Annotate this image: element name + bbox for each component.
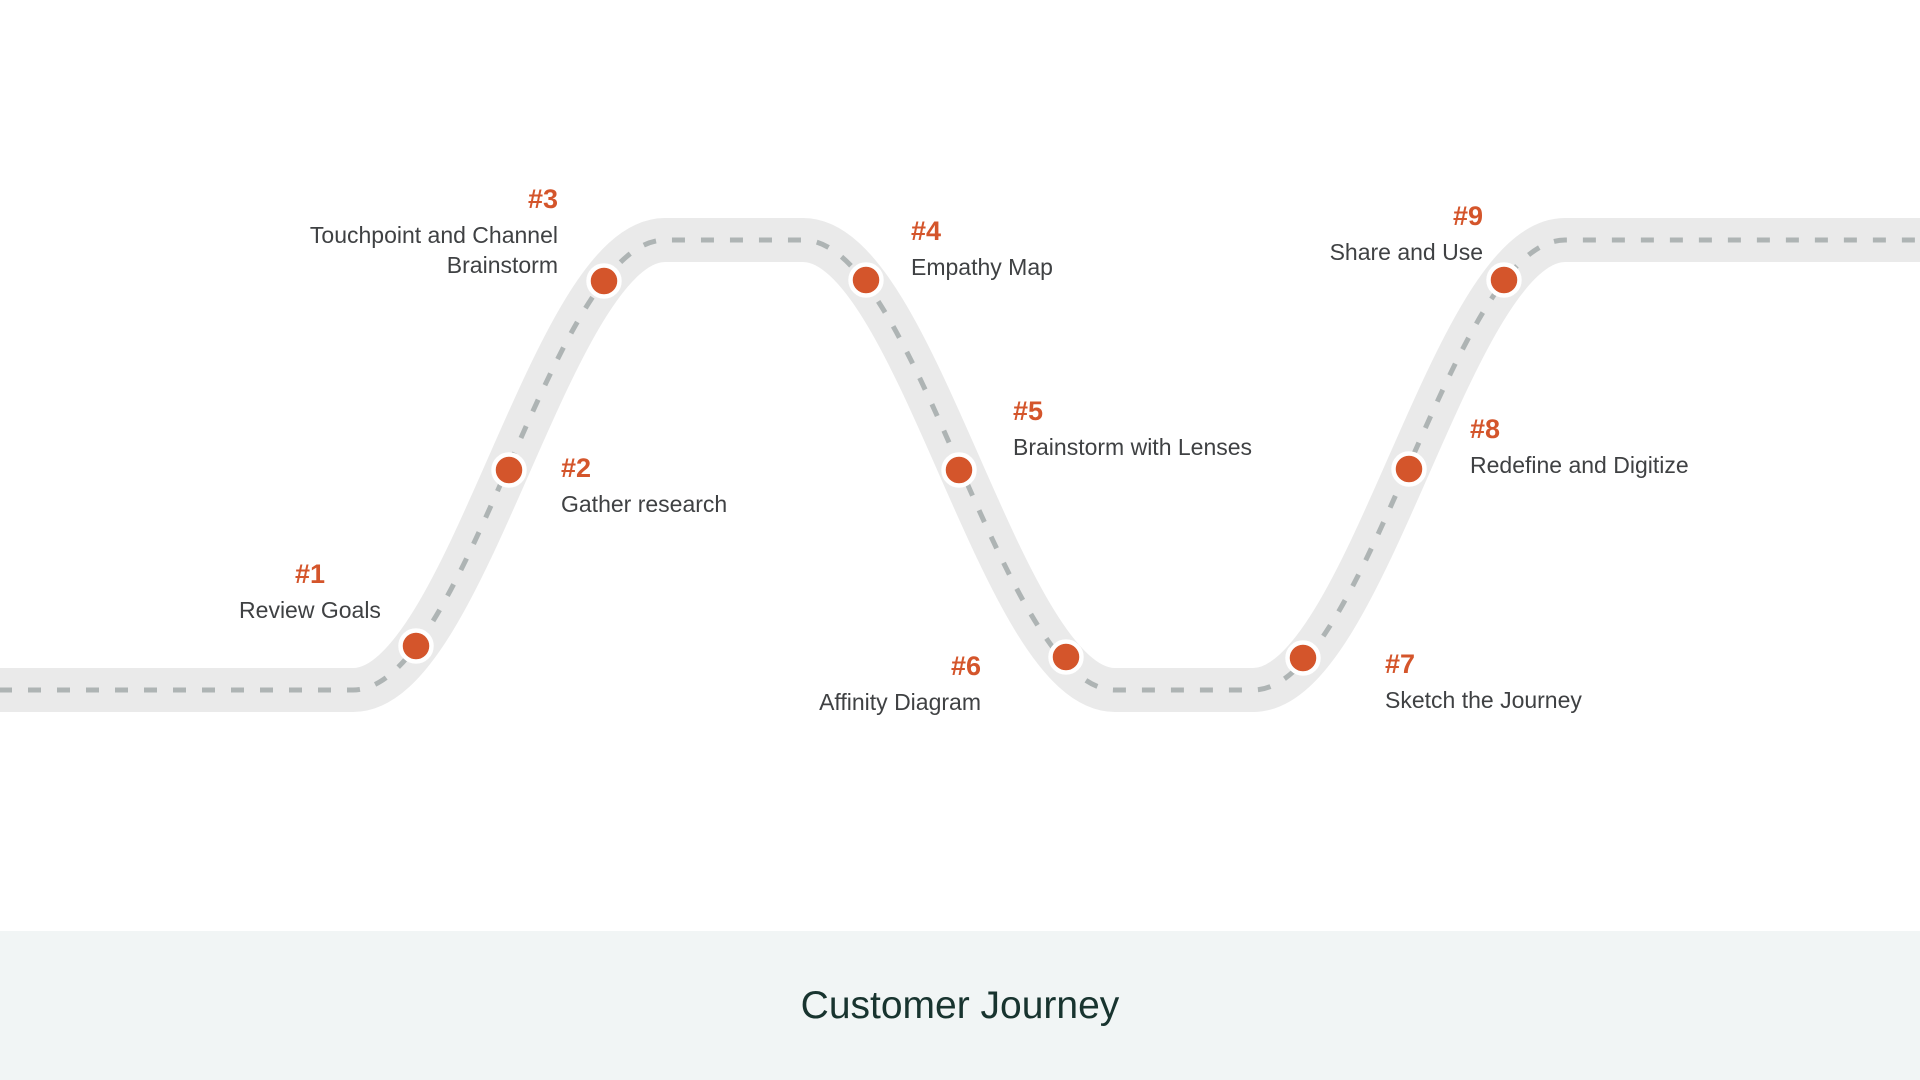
milestone-5-label: Brainstorm with Lenses [1013, 434, 1253, 460]
milestone-dot-7 [1285, 640, 1321, 676]
milestone-dot-6 [1048, 639, 1084, 675]
milestone-9-number: #9 [1452, 201, 1483, 231]
milestone-8-number: #8 [1470, 414, 1501, 444]
milestone-dot-1 [398, 628, 434, 664]
milestone-5: #5 Brainstorm with Lenses [1013, 393, 1252, 462]
milestone-dot-3 [586, 263, 622, 299]
title-band [0, 931, 1920, 1080]
milestone-6-number: #6 [950, 651, 981, 681]
milestone-1: #1 Review Goals [160, 556, 460, 625]
milestone-7-number: #7 [1385, 649, 1416, 679]
milestone-dot-8 [1391, 451, 1427, 487]
milestone-3-label: Touchpoint and Channel Brainstorm [309, 222, 558, 278]
milestone-2-number: #2 [561, 453, 592, 483]
milestone-dot-4 [848, 262, 884, 298]
milestone-7: #7 Sketch the Journey [1385, 646, 1582, 715]
milestone-2: #2 Gather research [561, 450, 727, 519]
milestone-1-label: Review Goals [239, 597, 381, 623]
milestone-4-number: #4 [911, 216, 942, 246]
milestone-6-label: Affinity Diagram [819, 689, 981, 715]
milestone-4: #4 Empathy Map [911, 213, 1053, 282]
milestone-6: #6 Affinity Diagram [819, 648, 981, 717]
milestone-9: #9 Share and Use [1330, 198, 1483, 267]
milestone-dot-2 [491, 452, 527, 488]
milestone-5-number: #5 [1013, 396, 1044, 426]
milestone-8: #8 Redefine and Digitize [1470, 411, 1689, 480]
milestone-9-label: Share and Use [1329, 239, 1483, 265]
page-title: Customer Journey [800, 984, 1120, 1027]
milestone-dot-9 [1486, 262, 1522, 298]
milestone-1-number: #1 [294, 559, 326, 589]
milestone-3-number: #3 [527, 184, 558, 214]
milestone-3: #3 Touchpoint and Channel Brainstorm [310, 181, 558, 280]
milestone-dot-5 [941, 452, 977, 488]
milestone-4-label: Empathy Map [911, 254, 1053, 280]
milestone-8-label: Redefine and Digitize [1470, 452, 1689, 478]
milestone-7-label: Sketch the Journey [1385, 687, 1582, 713]
milestone-2-label: Gather research [561, 491, 728, 517]
